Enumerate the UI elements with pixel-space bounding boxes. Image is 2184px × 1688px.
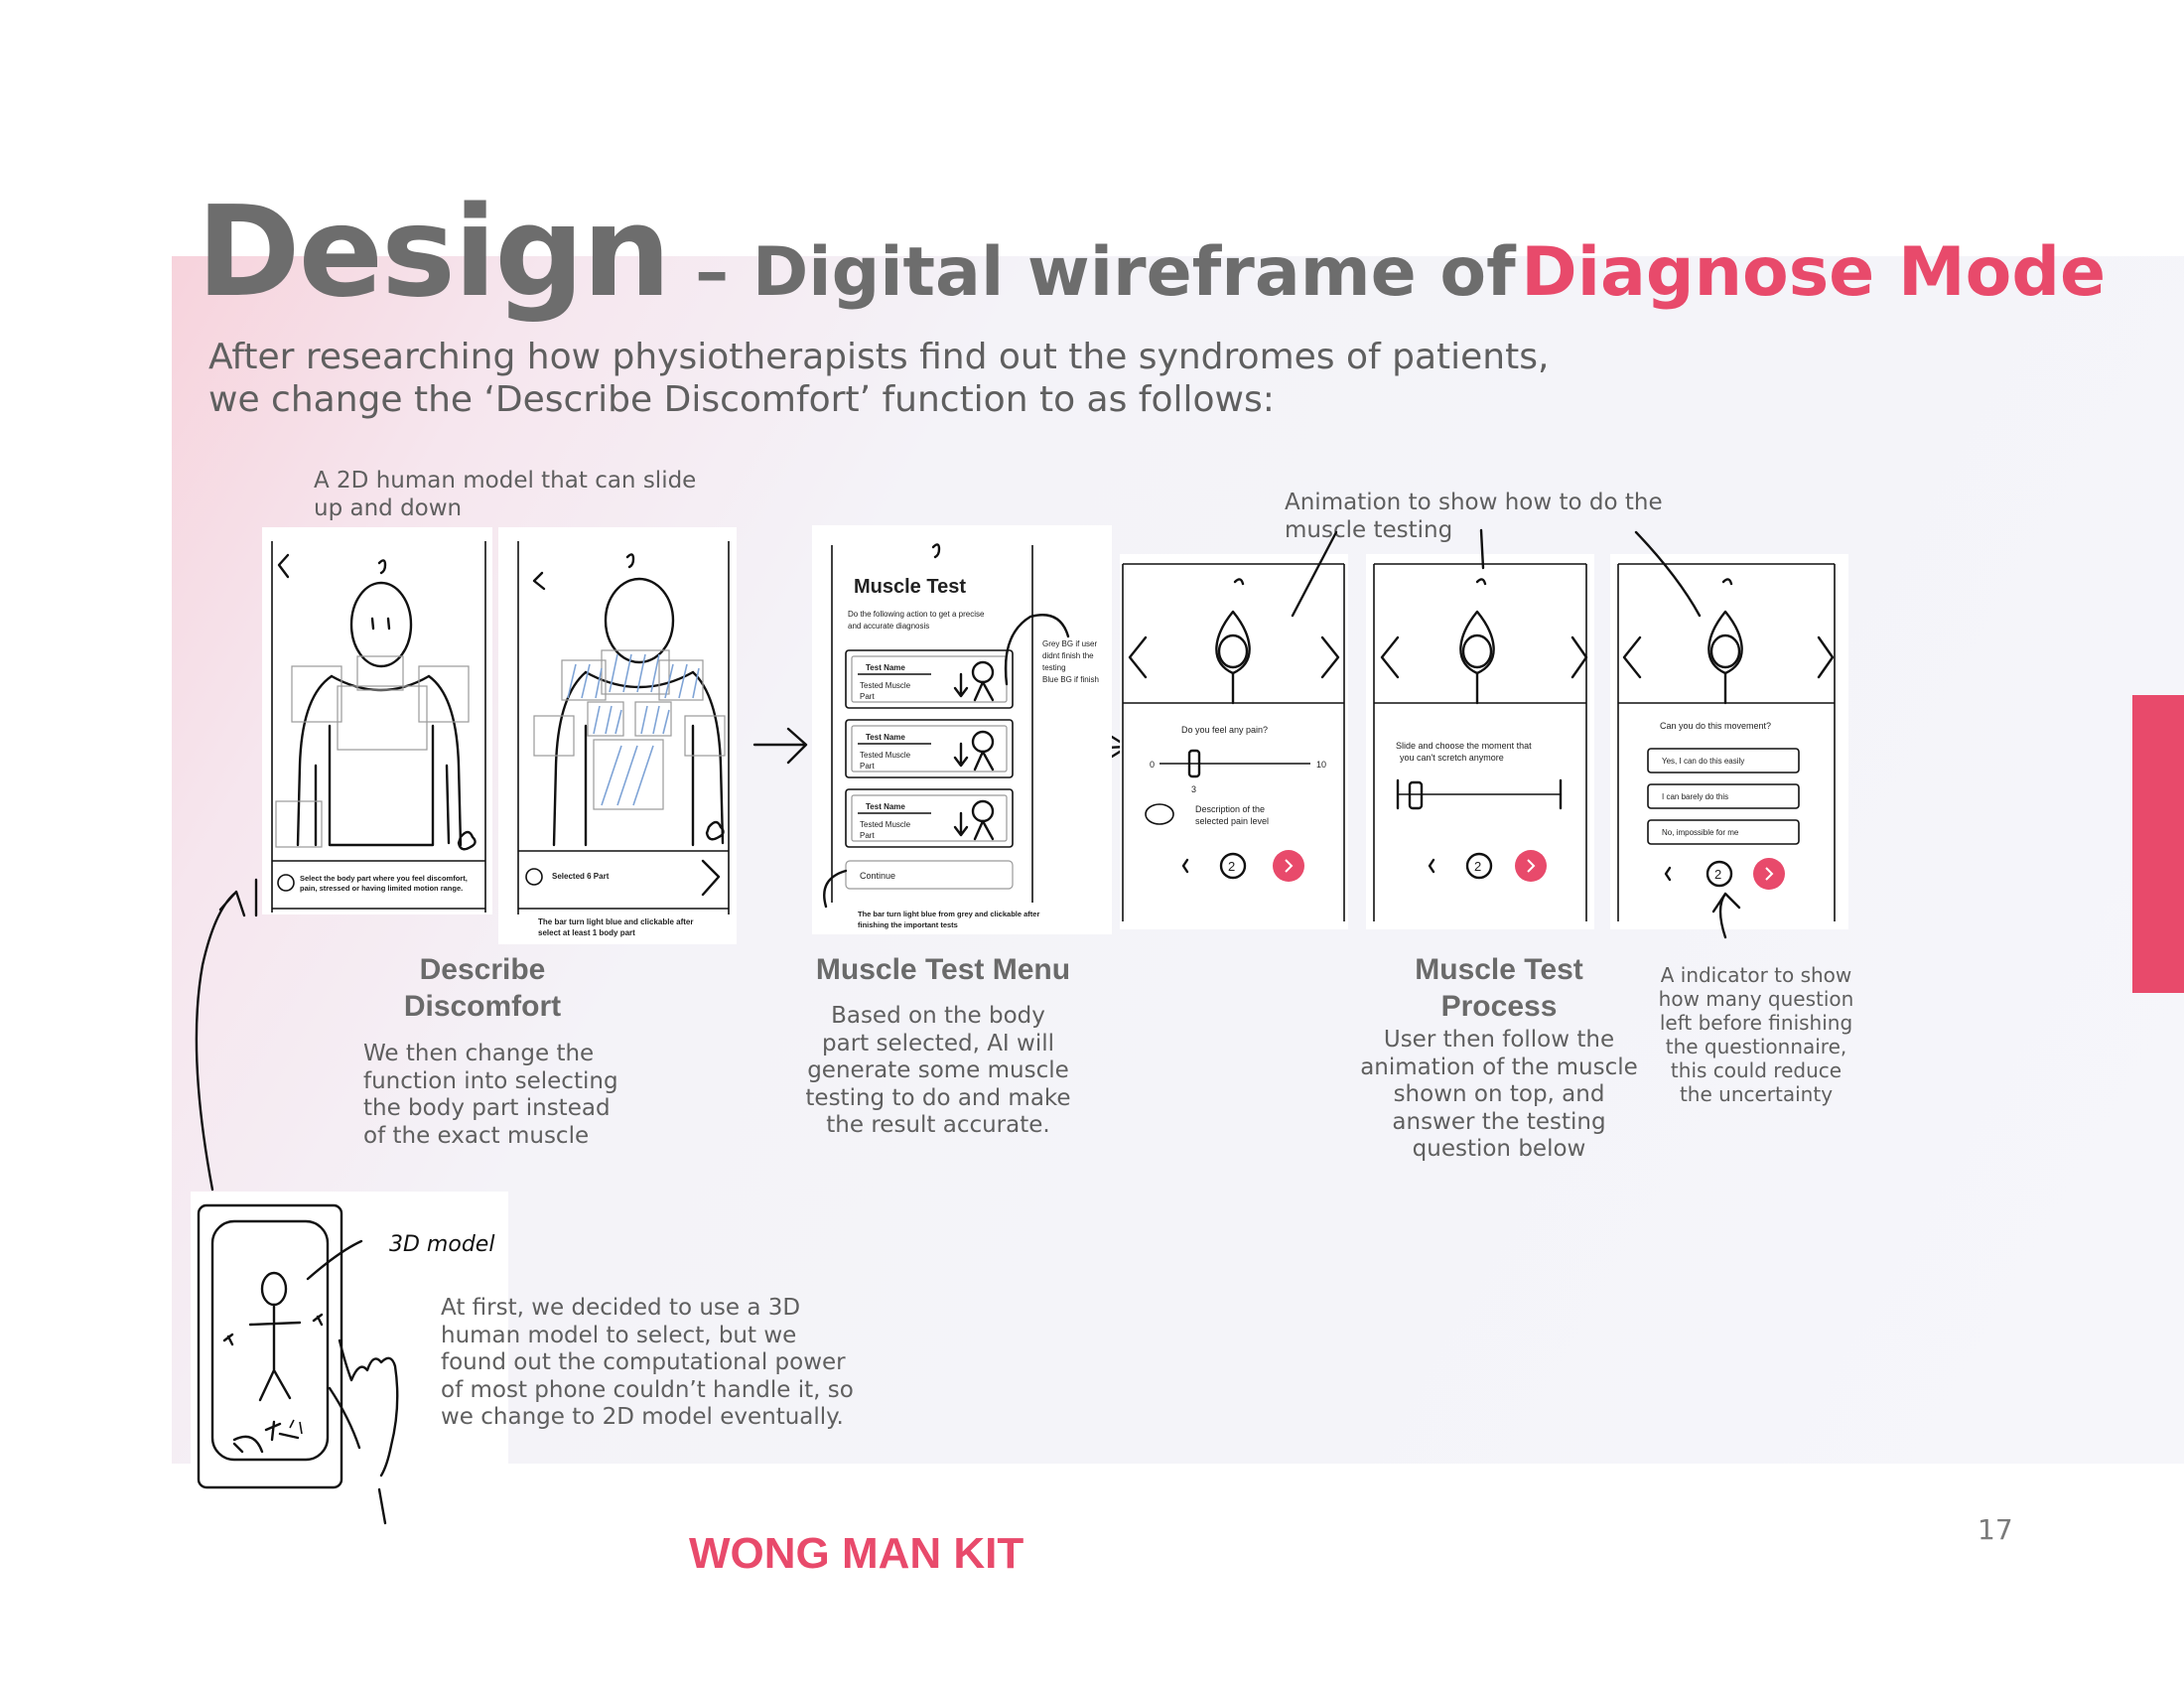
- describe-heading: Describe Discomfort: [403, 953, 562, 1023]
- step-number: 2: [1228, 859, 1235, 874]
- screen4-question: Do you feel any pain?: [1181, 725, 1268, 735]
- wireframe-stretch-question: Slide and choose the moment that you can…: [1366, 554, 1594, 929]
- test-card-title: Test Name: [866, 733, 905, 742]
- wireframe-body-selected: Selected 6 Part The bar turn light blue …: [498, 527, 737, 944]
- accent-side-bar: [2132, 695, 2184, 993]
- screen6-question: Can you do this movement?: [1660, 721, 1771, 731]
- screen2-caption-line2: select at least 1 body part: [538, 928, 635, 937]
- pain-label-2: selected pain level: [1195, 816, 1269, 826]
- page-title: Design – Digital wireframe of Diagnose Mo…: [197, 179, 2106, 325]
- stretch-slider[interactable]: [1396, 778, 1563, 810]
- menu-heading: Muscle Test Menu: [815, 953, 1071, 986]
- test-card[interactable]: Test Name Tested Muscle Part: [845, 788, 1014, 848]
- test-card[interactable]: Test Name Tested Muscle Part: [845, 649, 1014, 709]
- test-card-sub2: Part: [860, 831, 875, 840]
- option-barely-label: I can barely do this: [1662, 792, 1728, 801]
- screen3-title: Muscle Test: [854, 576, 966, 598]
- next-button[interactable]: [1753, 858, 1785, 890]
- step-indicator: [1465, 852, 1493, 880]
- prev-icon[interactable]: [1664, 866, 1672, 882]
- process-text: User then follow the animation of the mu…: [1360, 1027, 1638, 1162]
- screen2-caption-line1: The bar turn light blue and clickable af…: [538, 917, 693, 926]
- screen1-footer-line2: pain, stressed or having limited motion …: [300, 884, 463, 893]
- option-no[interactable]: No, impossible for me: [1647, 819, 1800, 845]
- option-yes-label: Yes, I can do this easily: [1662, 757, 1744, 766]
- sketch-3d-text: At first, we decided to use a 3D human m…: [441, 1295, 854, 1430]
- step-indicator: [1219, 852, 1247, 880]
- test-card-sub2: Part: [860, 692, 875, 701]
- test-card-title: Test Name: [866, 802, 905, 811]
- author-name: WONG MAN KIT: [689, 1529, 1024, 1578]
- prev-icon[interactable]: [1181, 858, 1189, 874]
- option-yes[interactable]: Yes, I can do this easily: [1647, 748, 1800, 774]
- sketch-3d-label: 3D model: [389, 1232, 494, 1257]
- next-button[interactable]: [1273, 850, 1304, 882]
- test-card[interactable]: Test Name Tested Muscle Part: [845, 719, 1014, 778]
- test-card-sub1: Tested Muscle: [860, 820, 911, 829]
- test-card-sub1: Tested Muscle: [860, 681, 911, 690]
- option-barely[interactable]: I can barely do this: [1647, 783, 1800, 809]
- title-design: Design: [197, 179, 671, 325]
- wireframe-body-select: Select the body part where you feel disc…: [262, 527, 492, 914]
- next-button[interactable]: [1515, 850, 1547, 882]
- wireframe-muscle-test-menu: Muscle Test Do the following action to g…: [812, 525, 1112, 934]
- step-indicator: [1706, 860, 1733, 888]
- describe-text: We then change the function into selecti…: [363, 1041, 618, 1149]
- menu-text: Based on the body part selected, AI will…: [805, 1003, 1071, 1138]
- screen3-sidenote-4: Blue BG if finish: [1042, 675, 1099, 684]
- continue-button[interactable]: Continue: [845, 860, 1014, 890]
- annotation-2d-model: A 2D human model that can slide up and d…: [314, 468, 697, 521]
- slider-max: 10: [1316, 760, 1326, 770]
- screen1-footer-line1: Select the body part where you feel disc…: [300, 874, 468, 883]
- wireframe-pain-question: Do you feel any pain? 0 10 3 Description…: [1120, 554, 1348, 929]
- screen3-sidenote-2: didnt finish the: [1042, 651, 1094, 660]
- test-card-title: Test Name: [866, 663, 905, 672]
- screen3-subtitle-line1: Do the following action to get a precise: [848, 610, 985, 619]
- screen3-caption-line2: finishing the important tests: [858, 920, 958, 929]
- arrow-to-menu: [752, 727, 808, 765]
- wireframe-movement-question: Can you do this movement? Yes, I can do …: [1610, 554, 1848, 929]
- title-subtitle: – Digital wireframe of: [695, 233, 1516, 312]
- screen5-question-line2: you can't scretch anymore: [1400, 753, 1504, 763]
- screen3-subtitle-line2: and accurate diagnosis: [848, 622, 929, 631]
- step-number: 2: [1474, 859, 1481, 874]
- page-number: 17: [1978, 1513, 2013, 1546]
- annotation-indicator: A indicator to show how many question le…: [1658, 963, 1854, 1106]
- screen2-footer: Selected 6 Part: [552, 872, 610, 881]
- intro-text: After researching how physiotherapists f…: [208, 337, 1550, 420]
- prev-icon[interactable]: [1428, 858, 1435, 874]
- sketch-3d-model: 3D model: [191, 1192, 508, 1529]
- annotation-animation: Animation to show how to do the muscle t…: [1285, 490, 1663, 543]
- step-number: 2: [1714, 867, 1721, 882]
- test-card-sub1: Tested Muscle: [860, 751, 911, 760]
- option-no-label: No, impossible for me: [1662, 828, 1739, 837]
- pain-label-1: Description of the: [1195, 804, 1265, 814]
- process-heading: Muscle Test Process: [1415, 953, 1583, 1023]
- screen3-sidenote-1: Grey BG if user: [1042, 639, 1097, 648]
- screen3-caption-line1: The bar turn light blue from grey and cl…: [858, 910, 1039, 918]
- screen5-question-line1: Slide and choose the moment that: [1396, 741, 1532, 751]
- slider-value: 3: [1191, 784, 1196, 794]
- title-highlight: Diagnose Mode: [1521, 233, 2107, 312]
- test-card-sub2: Part: [860, 762, 875, 771]
- pain-slider[interactable]: [1160, 749, 1310, 778]
- slider-min: 0: [1150, 760, 1155, 770]
- continue-button-label: Continue: [860, 871, 895, 881]
- screen3-sidenote-3: testing: [1042, 663, 1066, 672]
